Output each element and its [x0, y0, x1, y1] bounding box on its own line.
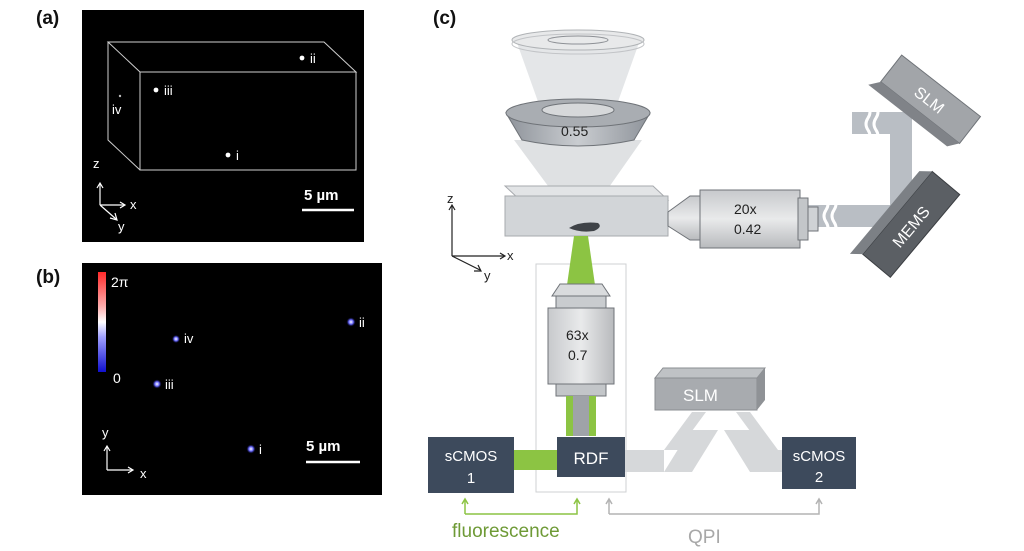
point-iv-label: iv — [112, 102, 122, 117]
grey-beam-vertical — [573, 396, 589, 436]
camera-1-line2: 1 — [467, 470, 475, 487]
qpi-bracket — [605, 497, 823, 515]
axis-y-label: y — [118, 219, 125, 234]
fluorescence-bracket — [461, 497, 581, 515]
illumination-cone-bottom — [514, 140, 642, 190]
point-iv-label: iv — [184, 331, 194, 346]
axis-x-label: x — [507, 248, 514, 263]
rdf-label: RDF — [574, 449, 609, 468]
qpi-label: QPI — [688, 527, 721, 548]
axis-z-label: z — [447, 191, 454, 206]
point-iv — [172, 335, 180, 343]
axis-y-label: y — [102, 425, 109, 440]
rdf-box — [557, 437, 625, 477]
sample-specimen — [569, 222, 600, 232]
panel-c: 0.55 z x y — [428, 29, 982, 548]
panel-b-label: (b) — [36, 267, 61, 288]
scalebar-a-label: 5 µm — [304, 187, 339, 204]
colorbar-min-label: 0 — [113, 370, 121, 386]
point-ii-label: ii — [310, 51, 316, 66]
beam-break-marks — [822, 105, 880, 235]
point-ii-label: ii — [359, 315, 365, 330]
condenser-lens — [505, 98, 651, 147]
bottom-objective-mag: 63x — [566, 327, 589, 343]
bottom-objective-na: 0.7 — [568, 347, 588, 363]
slm-top: SLM — [868, 54, 982, 147]
fluorescence-label: fluorescence — [452, 521, 560, 542]
camera-2-line1: sCMOS — [793, 448, 846, 465]
point-i — [246, 444, 256, 454]
annular-ring — [511, 29, 645, 55]
mems-mirror: MEMS — [849, 170, 961, 278]
point-i-label: i — [259, 442, 262, 457]
scalebar-b-label: 5 µm — [306, 438, 341, 455]
point-iii — [152, 379, 162, 389]
bottom-objective — [547, 283, 615, 397]
axes-triad-c — [448, 203, 507, 272]
camera-1-line1: sCMOS — [445, 448, 498, 465]
panel-b: 2π 0 i ii iii iv y x 5 µm — [82, 263, 382, 495]
volume-box — [106, 41, 358, 171]
illumination-cone-top — [516, 40, 640, 110]
condenser-na-label: 0.55 — [561, 123, 588, 139]
panel-a-label: (a) — [36, 8, 60, 29]
camera-scmos-2 — [782, 437, 856, 489]
panel-a: i ii iii iv z x y 5 µm — [82, 10, 364, 242]
green-beam-horizontal — [514, 450, 558, 470]
axis-x-label: x — [140, 466, 147, 481]
phase-colorbar — [98, 272, 106, 372]
point-ii — [346, 317, 356, 327]
side-objective-na: 0.42 — [734, 221, 761, 237]
panel-a-background — [82, 10, 364, 242]
axes-xy-b — [103, 444, 135, 474]
camera-scmos-1 — [428, 437, 514, 493]
side-beam — [800, 112, 912, 227]
point-i-label: i — [236, 148, 239, 163]
axis-z-label: z — [93, 156, 100, 171]
grey-beam-horizontal — [624, 412, 786, 472]
sample-stage — [503, 185, 670, 237]
axis-x-label: x — [130, 197, 137, 212]
panel-c-label: (c) — [433, 8, 457, 29]
point-iv — [118, 94, 122, 98]
panel-b-background — [82, 263, 382, 495]
camera-2-line2: 2 — [815, 469, 823, 486]
point-iii-label: iii — [165, 377, 174, 392]
colorbar-max-label: 2π — [111, 274, 129, 290]
slm-right-label: SLM — [683, 386, 718, 405]
fluorescence-cone — [566, 236, 596, 292]
point-iii-label: iii — [164, 83, 173, 98]
side-objective — [667, 189, 819, 249]
slm-right — [653, 367, 767, 411]
axes-triad-a — [96, 181, 127, 221]
axis-y-label: y — [484, 268, 491, 283]
side-objective-mag: 20x — [734, 201, 757, 217]
point-iii — [153, 87, 159, 93]
point-ii — [299, 55, 305, 61]
point-i — [225, 152, 231, 158]
